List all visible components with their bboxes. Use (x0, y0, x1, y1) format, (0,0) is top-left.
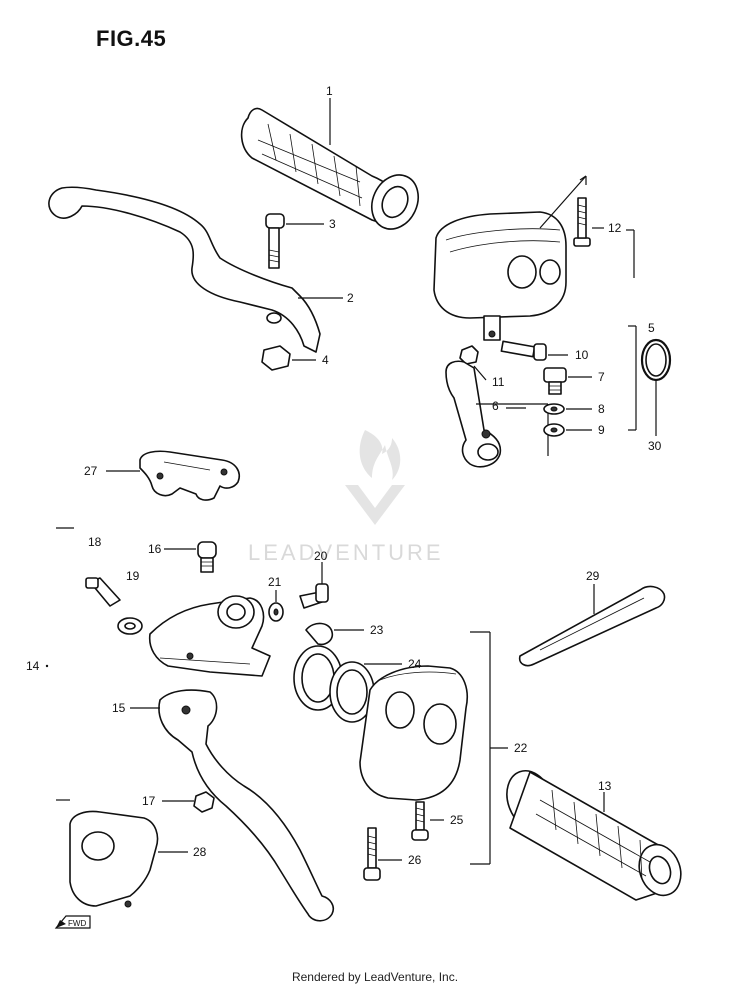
callout-2: 2 (347, 291, 354, 305)
part-13-right-grip (506, 770, 682, 901)
callout-24: 24 (408, 657, 422, 671)
part-23-clip (305, 622, 334, 646)
figure-title: FIG.45 (96, 26, 167, 51)
callout-25: 25 (450, 813, 464, 827)
part-11-nut (459, 345, 479, 365)
part-19-bolt (85, 577, 121, 607)
callout-23: 23 (370, 623, 384, 637)
part-switch-housing-right (293, 645, 468, 801)
part-17-nut (193, 791, 215, 813)
watermark: LEADVENTURE (248, 430, 444, 565)
part-7-knob (543, 367, 567, 395)
front-indicator-label: FWD (68, 919, 86, 928)
callout-8: 8 (598, 402, 605, 416)
callout-22: 22 (514, 741, 528, 755)
callout-26: 26 (408, 853, 422, 867)
part-lever-perch (148, 595, 271, 677)
callout-13: 13 (598, 779, 612, 793)
part-28-clamp (69, 810, 159, 908)
callout-27: 27 (84, 464, 98, 478)
callout-9: 9 (598, 423, 605, 437)
callout-17: 17 (142, 794, 156, 808)
part-26-screw (363, 827, 381, 881)
part-2-lever (48, 186, 321, 353)
part-6-clamp (445, 360, 502, 468)
part-30-o-ring (640, 338, 672, 382)
callout-29: 29 (586, 569, 600, 583)
part-10-bolt (500, 340, 547, 361)
part-switch-housing-left (433, 211, 567, 341)
part-washer-small (117, 617, 143, 635)
callout-1: 1 (326, 84, 333, 98)
part-8-washer (543, 403, 565, 415)
callout-19: 19 (126, 569, 140, 583)
callout-10: 10 (575, 348, 589, 362)
part-16-cap (197, 541, 217, 573)
callout-28: 28 (193, 845, 207, 859)
callout-5: 5 (648, 321, 655, 335)
callout-7: 7 (598, 370, 605, 384)
part-12-screw (573, 197, 591, 247)
footer-credit: Rendered by LeadVenture, Inc. (291, 970, 459, 984)
part-21-washer (268, 602, 284, 622)
callout-20: 20 (314, 549, 328, 563)
callout-18: 18 (88, 535, 102, 549)
callout-16: 16 (148, 542, 162, 556)
part-29-strap (518, 585, 666, 667)
callout-12: 12 (608, 221, 622, 235)
part-4-nut (261, 345, 291, 371)
callout-14: 14 (26, 659, 40, 673)
watermark-text: LEADVENTURE (248, 540, 444, 565)
part-3-pivot-bolt (265, 213, 285, 269)
callout-21: 21 (268, 575, 282, 589)
callout-11: 11 (492, 375, 505, 389)
callout-30: 30 (648, 439, 662, 453)
callout-4: 4 (322, 353, 329, 367)
callout-3: 3 (329, 217, 336, 231)
part-27-bracket (139, 450, 240, 501)
callout-6: 6 (492, 399, 499, 413)
part-25-screw (411, 801, 429, 841)
callout-15: 15 (112, 701, 126, 715)
part-1-left-grip (240, 107, 419, 230)
part-9-washer (543, 423, 565, 437)
part-15-lever (158, 689, 335, 922)
part-20-screw (299, 583, 329, 609)
front-arrow-icon: FWD (54, 915, 91, 929)
